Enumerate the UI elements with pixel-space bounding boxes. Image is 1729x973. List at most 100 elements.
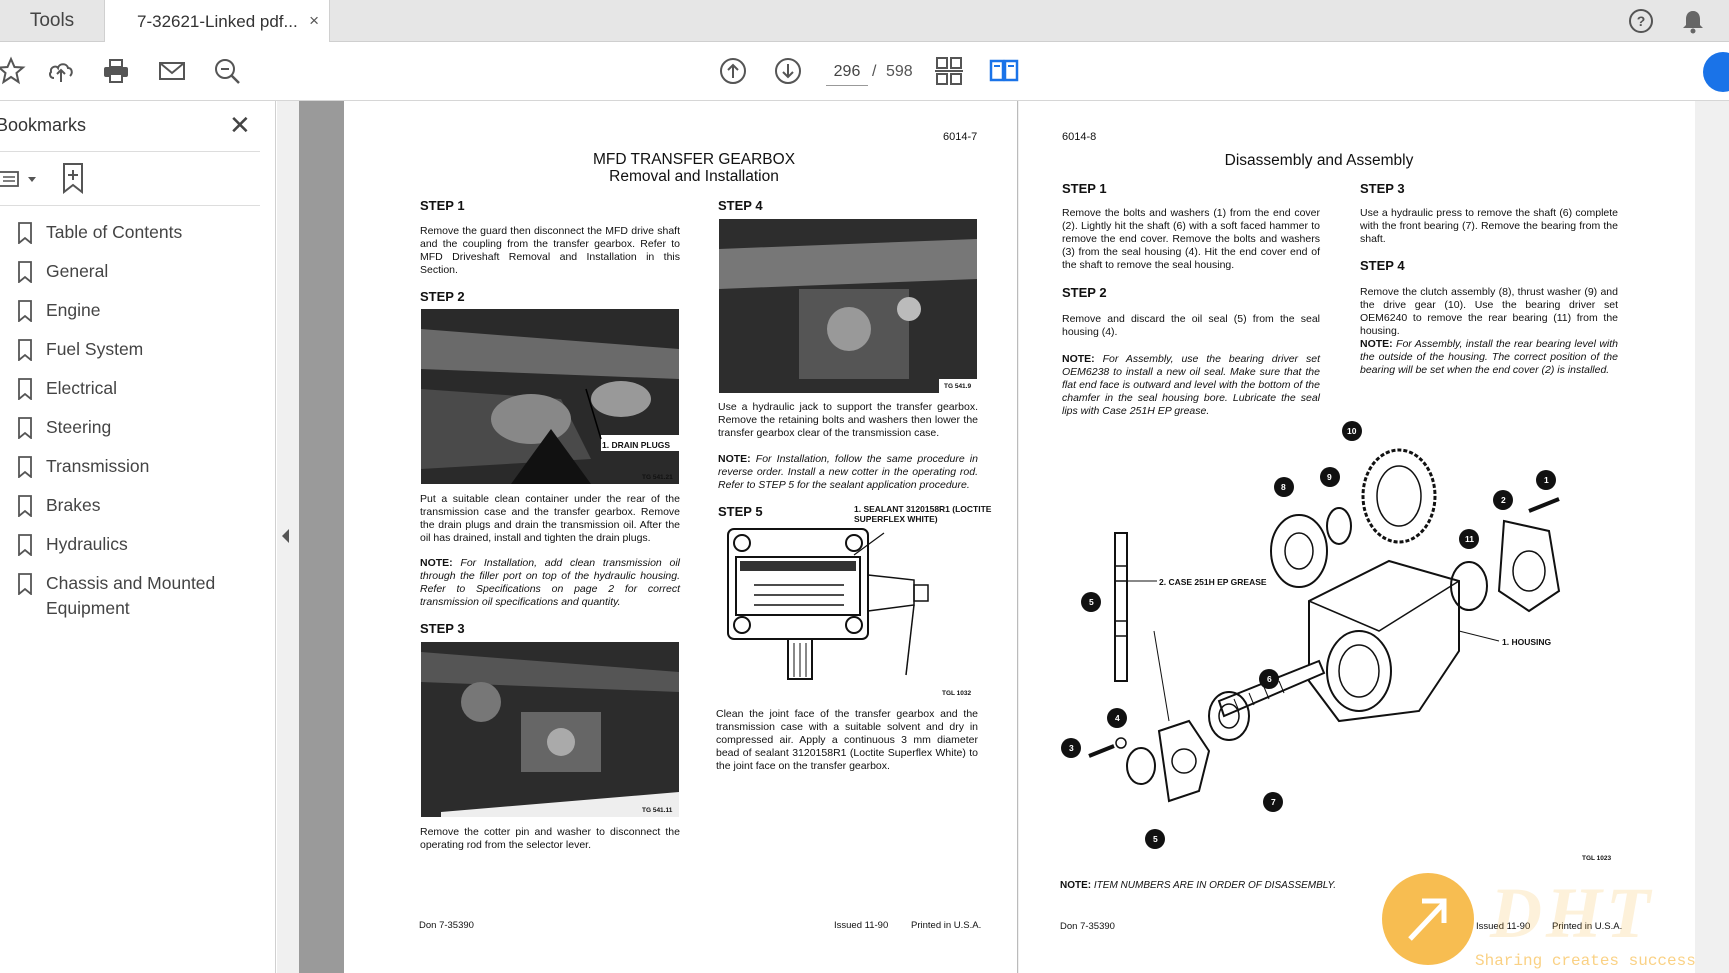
star-icon[interactable] xyxy=(0,54,28,88)
callout-6: 6 xyxy=(1267,674,1272,684)
tab-document[interactable]: 7-32621-Linked pdf... × xyxy=(104,0,330,43)
bookmark-label: Fuel System xyxy=(46,339,144,359)
bookmark-item[interactable]: Hydraulics xyxy=(0,526,260,565)
footer-printed: Printed in U.S.A. xyxy=(911,920,982,931)
step2-text: Remove and discard the oil seal (5) from… xyxy=(1062,313,1320,338)
bookmarks-title: Bookmarks xyxy=(0,115,87,135)
note-text: For Assembly, install the rear bearing l… xyxy=(1360,338,1619,376)
callout-2: 2 xyxy=(1501,495,1506,505)
bookmark-item[interactable]: Electrical xyxy=(0,370,260,409)
bookmark-options-icon[interactable] xyxy=(0,164,40,194)
step4-text: Use a hydraulic jack to support the tran… xyxy=(718,401,978,439)
add-bookmark-icon[interactable] xyxy=(60,162,90,195)
next-page-icon[interactable] xyxy=(771,54,805,88)
tab-document-label: 7-32621-Linked pdf... xyxy=(137,11,298,31)
photo-tag: TG 541.21 xyxy=(642,474,673,481)
callout-9: 9 xyxy=(1327,472,1332,482)
page-number-label: 6014-7 xyxy=(943,131,978,143)
help-icon[interactable]: ? xyxy=(1627,7,1655,35)
account-avatar[interactable] xyxy=(1703,52,1729,92)
bookmark-icon xyxy=(18,495,32,517)
svg-text:?: ? xyxy=(1637,13,1646,29)
step1-text: Remove the guard then disconnect the MFD… xyxy=(420,225,680,276)
watermark-logo xyxy=(1382,873,1474,965)
grease-label: 2. CASE 251H EP GREASE xyxy=(1159,577,1267,587)
print-icon[interactable] xyxy=(99,54,133,88)
bookmark-label: Electrical xyxy=(46,378,117,398)
step2-note: NOTE: For Assembly, use the bearing driv… xyxy=(1062,353,1320,418)
bookmark-icon xyxy=(18,261,32,283)
step-heading: STEP 3 xyxy=(420,621,465,636)
note-label: NOTE: xyxy=(420,557,453,569)
bookmark-item[interactable]: Chassis and Mounted Equipment xyxy=(0,565,260,629)
photo-tag: TG 541.9 xyxy=(944,383,972,390)
callout-8: 8 xyxy=(1281,482,1286,492)
step-heading: STEP 4 xyxy=(1360,258,1405,273)
callout-10: 10 xyxy=(1347,426,1357,436)
footer-issued: Issued 11-90 xyxy=(834,920,889,931)
page-number-input[interactable]: 296 xyxy=(826,58,868,86)
bookmark-icon xyxy=(18,339,32,361)
footer-doc-number: Don 7-35390 xyxy=(419,920,474,931)
diagram-tag: TGL 1023 xyxy=(1582,855,1612,862)
divider xyxy=(0,151,260,152)
bookmark-list: Table of Contents General Engine Fuel Sy… xyxy=(0,214,260,629)
step-heading: STEP 5 xyxy=(718,504,763,519)
callout-4: 4 xyxy=(1115,713,1120,723)
previous-page-icon[interactable] xyxy=(716,54,750,88)
bookmark-icon xyxy=(18,534,32,556)
close-bookmarks-icon[interactable]: ✕ xyxy=(229,110,251,140)
page-gutter xyxy=(299,101,344,973)
bookmark-icon xyxy=(18,417,32,439)
bottom-note: NOTE: ITEM NUMBERS ARE IN ORDER OF DISAS… xyxy=(1060,879,1480,892)
zoom-out-icon[interactable] xyxy=(210,54,244,88)
divider xyxy=(0,205,260,206)
bookmark-item[interactable]: Brakes xyxy=(0,487,260,526)
housing-label: 1. HOUSING xyxy=(1502,637,1552,647)
note-text: ITEM NUMBERS ARE IN ORDER OF DISASSEMBLY… xyxy=(1093,880,1336,891)
step-heading: STEP 2 xyxy=(420,289,465,304)
fit-page-icon[interactable] xyxy=(932,54,966,88)
note-text: For Installation, add clean transmission… xyxy=(420,557,680,608)
bookmark-label: Engine xyxy=(46,300,101,320)
bookmark-label: Chassis and Mounted Equipment xyxy=(46,573,216,618)
bookmark-item[interactable]: Transmission xyxy=(0,448,260,487)
footer-doc-number: Don 7-35390 xyxy=(1060,921,1115,932)
bookmark-item[interactable]: Table of Contents xyxy=(0,214,260,253)
selector-lever-photo xyxy=(421,642,679,817)
collapse-panel-icon[interactable] xyxy=(280,527,292,545)
upload-cloud-icon[interactable] xyxy=(44,54,78,88)
page-title-line2: Removal and Installation xyxy=(609,168,779,185)
page-title: MFD TRANSFER GEARBOX Removal and Install… xyxy=(534,151,854,185)
watermark-text: DHT xyxy=(1490,873,1654,953)
step-heading: STEP 2 xyxy=(1062,285,1107,300)
bookmark-label: Table of Contents xyxy=(46,222,183,242)
callout-1: 1 xyxy=(1544,475,1549,485)
step3-text: Use a hydraulic press to remove the shaf… xyxy=(1360,207,1618,245)
bookmark-item[interactable]: Steering xyxy=(0,409,260,448)
note-label: NOTE: xyxy=(718,453,751,465)
page-separator: / xyxy=(872,63,877,80)
note-label: NOTE: xyxy=(1060,880,1092,891)
bookmark-icon xyxy=(18,300,32,322)
tab-close-icon[interactable]: × xyxy=(309,11,319,30)
bookmark-item[interactable]: Engine xyxy=(0,292,260,331)
step5-text: Clean the joint face of the transfer gea… xyxy=(716,708,978,772)
tab-bar: Tools 7-32621-Linked pdf... × ? xyxy=(0,0,1729,43)
tab-tools[interactable]: Tools xyxy=(29,10,75,31)
page-title-line1: MFD TRANSFER GEARBOX xyxy=(592,151,796,168)
step2-text: Put a suitable clean container under the… xyxy=(420,493,680,544)
two-page-view-icon[interactable] xyxy=(987,54,1021,88)
transfer-gearbox-photo xyxy=(719,219,977,393)
bookmark-item[interactable]: Fuel System xyxy=(0,331,260,370)
drain-plugs-label: 1. DRAIN PLUGS xyxy=(602,440,671,450)
bell-icon[interactable] xyxy=(1679,7,1707,35)
mail-icon[interactable] xyxy=(155,54,189,88)
pdf-page-left: 6014-7 MFD TRANSFER GEARBOX Removal and … xyxy=(344,101,1018,973)
bookmark-icon xyxy=(18,378,32,400)
callout-5: 5 xyxy=(1089,597,1094,607)
page-total: 598 xyxy=(886,63,913,80)
step-heading: STEP 1 xyxy=(1062,181,1107,196)
bookmark-item[interactable]: General xyxy=(0,253,260,292)
step-heading: STEP 4 xyxy=(718,198,763,213)
